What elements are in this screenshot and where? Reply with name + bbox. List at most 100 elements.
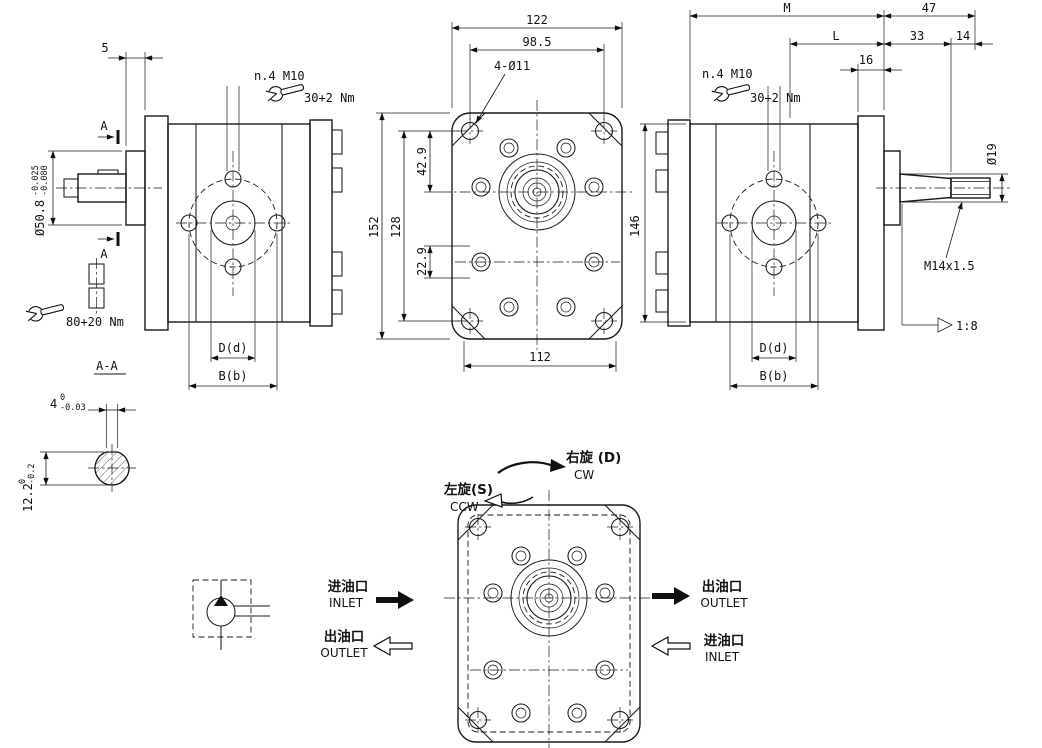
dim-bb-label: B(b) (219, 369, 248, 383)
corner-hole (456, 307, 484, 335)
dim-16-label: 16 (859, 53, 873, 67)
front-flange (857, 115, 885, 331)
outlet-arrow-icon (652, 587, 690, 605)
dim-122-label: 122 (526, 13, 548, 27)
corner-holes-label: 4-Ø11 (494, 59, 530, 73)
dim-m-47: M 47 (689, 1, 976, 118)
port-boss (655, 251, 669, 275)
dim-128: 128 (389, 130, 459, 322)
cw-label: CW (574, 468, 594, 482)
corner-hole (464, 706, 492, 734)
shaft-tol-lo: -0.080 (40, 165, 50, 196)
depth-tol-lo: -0.2 (27, 464, 37, 484)
dim-l-33-14: L 33 14 (789, 29, 993, 172)
corner-hole (590, 307, 618, 335)
rear-cover (309, 119, 333, 327)
corner-hole (606, 513, 634, 541)
dim-5: 5 (101, 41, 163, 146)
dim-m-label: M (783, 1, 790, 15)
corner-hole (590, 117, 618, 145)
port-boss (331, 129, 343, 155)
ccw-label: CCW (450, 500, 479, 514)
wrench-icon (24, 299, 66, 324)
cover-screw (556, 138, 576, 158)
port-boss (331, 251, 343, 277)
cover-screw (499, 138, 519, 158)
port-boss (655, 169, 669, 193)
cover-screw (556, 297, 576, 317)
port-boss (655, 131, 669, 155)
dim-16: 16 (840, 53, 902, 112)
dim-dd-label: D(d) (219, 341, 248, 355)
dim-429-label: 42.9 (415, 147, 429, 176)
outlet-en: OUTLET (700, 596, 748, 610)
dim-shaft-19: Ø19 (904, 143, 1008, 203)
front-view: 122 98.5 4-Ø11 42.9 22.9 (367, 13, 634, 372)
dim-22-9: 22.9 (415, 245, 470, 279)
section-a-label: A (100, 247, 108, 261)
taper-label: 1:8 (956, 319, 978, 333)
note-4-d11: 4-Ø11 (475, 59, 530, 124)
section-marker-a-bottom: A (98, 232, 120, 261)
dim-146-label: 146 (628, 215, 642, 237)
key-tol-lo: -0.03 (60, 403, 86, 413)
dim-dd-label: D(d) (760, 341, 789, 355)
corner-hole (606, 706, 634, 734)
mounting-face-circle (716, 150, 832, 297)
note-thread: M14x1.5 (924, 201, 975, 273)
port-boss (331, 289, 343, 315)
dim-shaft-diameter: Ø50.8 -0.025 -0.080 (31, 150, 122, 236)
outlet-en: OUTLET (320, 646, 368, 660)
dim-dd-bb-right: D(d) B(b) (729, 230, 819, 390)
cover-screw (511, 703, 531, 723)
cover-screw (511, 546, 531, 566)
dia19-label: Ø19 (985, 143, 999, 165)
shaft-key (97, 169, 119, 175)
taper-flag-icon (937, 317, 953, 333)
ccw-label-cn: 左旋(S) (443, 481, 493, 498)
cover-screw (584, 177, 604, 197)
dim-33-label: 33 (910, 29, 924, 43)
rear-cover (667, 119, 691, 327)
n4-m10-label: n.4 M10 (702, 67, 753, 81)
dim-bb-label: B(b) (760, 369, 789, 383)
outlet-cn: 出油口 (702, 578, 743, 595)
dim-112: 112 (463, 341, 617, 372)
dim-122: 122 (451, 13, 623, 108)
inlet-en: INLET (705, 650, 740, 664)
outlet-cn: 出油口 (324, 628, 365, 645)
note-torque-80: 80+20 Nm (24, 299, 124, 329)
flow-triangle-icon (214, 595, 228, 606)
cover-screw (567, 546, 587, 566)
cover-screw (471, 177, 491, 197)
symbol-boundary (192, 579, 252, 638)
ccw-arrow-icon (483, 493, 503, 508)
corner-hole (464, 513, 492, 541)
torque-label: 30+2 Nm (304, 91, 355, 105)
outlet-arrow-icon (372, 635, 413, 657)
dim-5-label: 5 (101, 41, 108, 55)
inlet-arrow-icon (650, 635, 691, 657)
shaft-tol-hi: -0.025 (31, 165, 41, 196)
shaft-dia-label: Ø50.8 (33, 200, 47, 236)
key-depth-label: 12.2 (21, 483, 35, 512)
cw-arrow-icon (550, 459, 566, 472)
torque80-label: 80+20 Nm (66, 315, 124, 329)
dim-152: 152 (367, 112, 450, 340)
cw-rotation: 右旋 (D) CW (497, 449, 621, 482)
wrench-icon (264, 79, 306, 104)
right-ports: 出油口 OUTLET 进油口 INLET (650, 578, 748, 664)
rotation-view: 右旋 (D) CW 左旋(S) CCW 进油口 INLET 出油口 OUTLET… (320, 449, 748, 748)
dim-47-label: 47 (922, 1, 936, 15)
front-flange (144, 115, 169, 331)
left-ports: 进油口 INLET 出油口 OUTLET (320, 578, 414, 660)
dim-146: 146 (628, 123, 686, 323)
port-boss (655, 289, 669, 313)
dim-42-9: 42.9 (398, 130, 459, 193)
cover-screw (567, 703, 587, 723)
cover-screw (595, 583, 615, 603)
dim-985-label: 98.5 (523, 35, 552, 49)
cover-screw (483, 583, 503, 603)
